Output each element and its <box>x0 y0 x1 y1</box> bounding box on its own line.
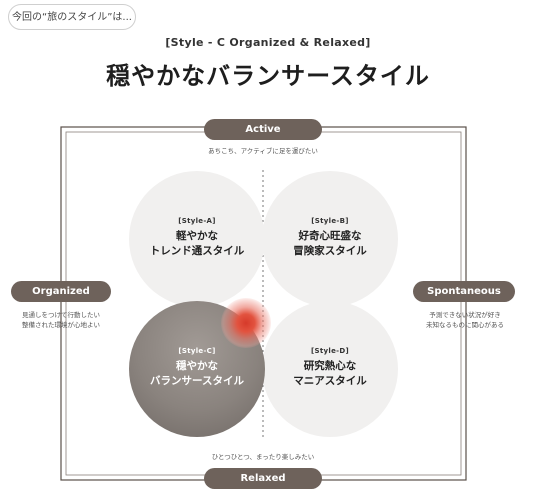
style-c-circle-selected: [Style-C] 穏やかな バランサースタイル <box>129 301 265 437</box>
style-d-line1: 研究熱心な <box>303 360 357 372</box>
style-a-circle: [Style-A] 軽やかな トレンド通スタイル <box>129 171 265 307</box>
axis-spontaneous-caption: 予測できない状況が好き 未知なるものに関心がある <box>404 310 526 330</box>
style-d-tag: [Style-D] <box>311 347 349 355</box>
style-c-tag: [Style-C] <box>178 347 216 355</box>
axis-organized-label: Organized <box>11 281 111 302</box>
style-a-line2: トレンド通スタイル <box>149 245 245 257</box>
axis-active-caption: あちこち、アクティブに足を運びたい <box>208 147 318 155</box>
position-marker-dot <box>221 298 271 348</box>
axis-active-label: Active <box>204 119 322 140</box>
style-d-line2: マニアスタイル <box>293 375 367 387</box>
style-a-tag: [Style-A] <box>178 217 216 225</box>
style-c-line2: バランサースタイル <box>150 375 244 387</box>
style-b-tag: [Style-B] <box>311 217 349 225</box>
axis-relaxed-label: Relaxed <box>204 468 322 489</box>
style-c-line1: 穏やかな <box>176 360 218 372</box>
style-b-circle: [Style-B] 好奇心旺盛な 冒険家スタイル <box>262 171 398 307</box>
style-subtitle: [Style - C Organized & Relaxed] <box>165 36 371 49</box>
axis-spontaneous-caption-line2: 未知なるものに関心がある <box>426 321 504 329</box>
axis-spontaneous-caption-line1: 予測できない状況が好き <box>429 311 501 319</box>
style-b-line2: 冒険家スタイル <box>293 245 367 257</box>
axis-organized-caption-line2: 整備された環境が心地よい <box>22 321 100 329</box>
style-a-line1: 軽やかな <box>176 230 218 242</box>
style-d-circle: [Style-D] 研究熱心な マニアスタイル <box>262 301 398 437</box>
page-title: 穏やかなバランサースタイル <box>106 62 430 90</box>
axis-spontaneous-label: Spontaneous <box>413 281 515 302</box>
result-badge: 今回の“旅のスタイル”は... <box>8 4 136 30</box>
axis-organized-caption-line1: 見通しをつけて行動したい <box>22 311 100 319</box>
axis-organized-caption: 見通しをつけて行動したい 整備された環境が心地よい <box>0 310 122 330</box>
style-b-line1: 好奇心旺盛な <box>298 230 362 242</box>
axis-relaxed-caption: ひとつひとつ、まったり楽しみたい <box>211 453 315 461</box>
